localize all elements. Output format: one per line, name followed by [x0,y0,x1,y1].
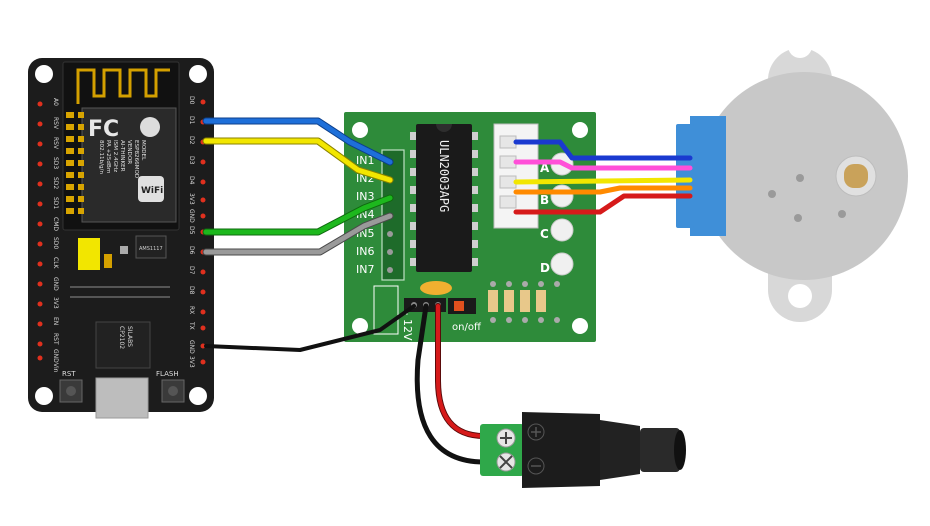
left-pin-label: CMD [52,217,59,231]
wifi-mark: WiFi [141,186,163,196]
left-pin-label: GND [52,277,59,291]
left-pin-label: GND [52,349,59,363]
input-label: IN3 [356,190,374,203]
right-pin-label: D4 [188,176,195,185]
chip-line: 802.11b/g/n [98,140,104,174]
chip-line: MODEL [140,140,146,161]
minus-symbol-icon [527,457,545,475]
led-label: D [540,261,550,275]
flash-label: FLASH [156,370,179,378]
led-label: B [540,193,549,207]
right-pin-label: TX [188,321,195,330]
motor-wire-yellow [513,177,693,185]
left-pin-label: SD1 [52,197,59,209]
stepper-motor [676,34,908,322]
input-label: IN1 [356,154,374,167]
dc-barrel-jack [480,412,686,488]
uln2003-chip: ULN2003APG [410,124,478,272]
wire-gnd [204,304,416,352]
module-logo-icon [140,117,160,137]
right-pin-label: RX [188,306,195,314]
resistors [488,281,560,323]
micro-usb-port [95,377,149,419]
left-pin-label: RST [52,333,59,345]
right-pin-label: D0 [188,96,195,105]
left-pin-label: EN [52,317,59,325]
motor-wire-orange [513,185,693,195]
usb-chip-label: CP2102 [118,326,125,349]
right-pin-label: D7 [188,266,195,275]
right-pin-label: 3V3 [188,193,195,205]
left-pin-label: Vin [52,363,59,373]
chip-line: AI-THINKER [119,140,125,172]
left-pin-label: 3V3 [52,297,59,309]
usb-chip-label: SILABS [126,326,133,347]
regulator-label: AMS1117 [139,246,163,252]
rst-label: RST [62,370,76,378]
capacitor [78,238,100,270]
right-pin-label: GND [188,340,195,354]
chip-line: VENDOR [126,140,132,164]
input-label: IN7 [356,263,374,276]
led-label: A [540,161,550,175]
right-pin-label: D2 [188,136,195,145]
wifi-logo-icon [138,176,164,202]
power-wire-black [414,303,499,465]
right-pin-label: D6 [188,246,195,255]
right-pin-label: GND [188,209,195,223]
left-pin-label: A0 [52,98,59,106]
jumper [420,281,452,295]
fc-logo: FC [88,117,119,142]
chip-line: PA +25dBm [105,140,111,173]
left-pin-label: SD2 [52,177,59,189]
left-pin-label: RSV [52,137,59,150]
left-pin-label: CLK [52,257,59,270]
uln2003-driver-board: IN1 IN2 IN3 IN4 IN5 IN6 IN7 ULN2003APG [344,112,596,342]
chip-label: ULN2003APG [437,140,451,212]
left-pin-label: RSV [52,117,59,130]
chip-line: ESP8266MOD [133,140,139,178]
right-pin-label: D8 [188,286,195,295]
left-pin-label: SD0 [52,237,59,249]
left-pin-label: SD3 [52,157,59,169]
right-pin-label: D3 [188,156,195,165]
chip-line: ISM 2.4GHz [112,140,118,172]
motor-wire-pink [513,159,693,171]
motor-wire-blue [513,139,693,161]
led-label: C [540,227,549,241]
fc-mark: FC [88,117,119,142]
motor-wire-red [513,193,693,215]
input-label: IN6 [356,245,374,258]
right-pin-label: D1 [188,116,195,125]
switch-label: on/off [452,322,482,333]
esp8266-board: FC MODEL ESP8266MOD VENDOR AI-THINKER IS… [28,58,214,419]
plus-symbol-icon [527,423,545,441]
right-pin-label: D5 [188,226,195,235]
right-pin-label: 3V3 [188,356,195,368]
